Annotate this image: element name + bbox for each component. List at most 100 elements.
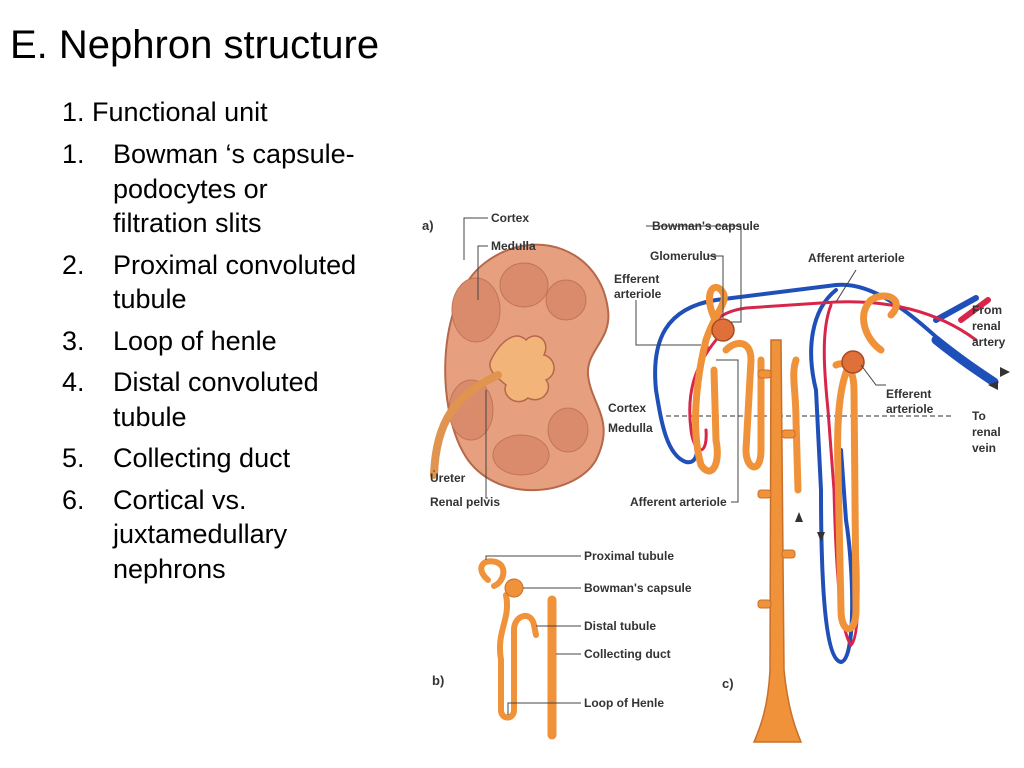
leader-line [485, 555, 581, 560]
arrow-down [817, 532, 825, 542]
list-item-text: Proximal convoluted tubule [113, 249, 357, 315]
renal-artery [958, 297, 991, 323]
list-item-text: Cortical vs. juxtamedullary nephrons [113, 484, 288, 584]
list-item: 3. Loop of henle [62, 324, 362, 359]
cortical-vein [653, 282, 978, 465]
panel-c-letter: c) [722, 676, 734, 691]
label-efferent-arteriole-1: Efferent [614, 272, 659, 286]
list-item-number: 3. [62, 325, 85, 356]
leader-line [507, 702, 581, 715]
cortical-loop [722, 340, 765, 471]
simple-bowmans-capsule [504, 578, 524, 598]
label-to-renal-3: vein [972, 441, 996, 455]
pyramid [451, 277, 501, 343]
list-item: 2. Proximal convoluted tubule [62, 248, 362, 317]
label-afferent-arteriole-bottom: Afferent arteriole [630, 495, 727, 509]
label-cortex-c: Cortex [608, 401, 646, 415]
ureter [430, 371, 502, 479]
leader-line [463, 217, 488, 260]
label-cortex: Cortex [491, 211, 529, 225]
leader-line [646, 225, 742, 323]
ascending-limb [498, 613, 539, 721]
arrow-left [988, 381, 998, 390]
leader-line [485, 390, 488, 499]
collecting-duct [752, 339, 803, 743]
label-from-renal-1: From [972, 303, 1002, 317]
pyramid [492, 434, 550, 476]
nephron-illustration: a) Cortex Medulla Ureter Renal pelvis b) [416, 190, 1016, 750]
distal-tubule [790, 356, 802, 494]
glomerulus-cortical [711, 318, 735, 342]
list-item-number: 4. [62, 367, 85, 397]
label-efferent-arteriole-2: arteriole [614, 287, 662, 301]
duct-bud [757, 369, 772, 379]
label-glomerulus: Glomerulus [650, 249, 717, 263]
list-item: 1. Bowman ‘s capsule- podocytes or filtr… [62, 137, 362, 241]
leader-line [477, 245, 488, 300]
label-medulla-c: Medulla [608, 421, 653, 435]
list-item: 6. Cortical vs. juxtamedullary nephrons [62, 483, 362, 587]
medulla-pyramids [448, 262, 589, 476]
renal-vein [931, 335, 999, 387]
slide-title: E. Nephron structure [10, 23, 380, 67]
label-efferent-right-2: arteriole [886, 402, 934, 416]
list-item-number: 6. [62, 484, 85, 515]
list-item: 4. Distal convoluted tubule [62, 365, 362, 434]
list-item-number: 2. [62, 249, 85, 280]
arrow-right [1000, 367, 1010, 377]
label-bowmans-capsule: Bowman's capsule [584, 581, 692, 595]
renal-pelvis [489, 335, 555, 403]
leader-line [835, 269, 857, 303]
cortical-nephron-tubule [692, 284, 728, 475]
leader-line [635, 300, 701, 346]
label-to-renal-1: To [972, 409, 986, 423]
descending-limb [497, 592, 510, 713]
list-item-text: Distal convoluted tubule [113, 367, 319, 432]
duct-buds [757, 369, 796, 609]
label-collecting-duct: Collecting duct [584, 647, 671, 661]
leader-line [708, 255, 724, 318]
label-efferent-right-1: Efferent [886, 387, 931, 401]
duct-bud [757, 599, 772, 609]
simple-leaders [485, 555, 581, 715]
list-item-number: 1. [62, 139, 85, 169]
glomerulus-juxtamedullary [841, 350, 865, 374]
functional-unit-line: 1. Functional unit [62, 97, 268, 127]
nephron-diagram: a) Cortex Medulla Ureter Renal pelvis b) [422, 211, 1010, 743]
kidney-panel: a) Cortex Medulla Ureter Renal pelvis [422, 211, 610, 509]
label-distal-tubule: Distal tubule [584, 619, 656, 633]
simple-nephron-panel: b) Proximal tubule Bowman's capsule Dist… [432, 549, 692, 740]
pyramid [545, 279, 587, 321]
pyramid [499, 262, 549, 308]
duct-bud [757, 489, 772, 499]
juxtamedullary-loop [832, 351, 860, 633]
duct-bud [781, 429, 796, 439]
label-from-renal-2: renal [972, 319, 1001, 333]
label-medulla: Medulla [491, 239, 536, 253]
leader-line [860, 364, 886, 386]
label-to-renal-2: renal [972, 425, 1001, 439]
flow-arrows [795, 367, 1010, 542]
nephron-parts-list: 1. Bowman ‘s capsule- podocytes or filtr… [62, 137, 362, 593]
kidney-leaders [433, 217, 488, 499]
vasa-recta-vein [809, 288, 855, 665]
list-item-number: 5. [62, 443, 85, 473]
list-item-text: Bowman ‘s capsule- podocytes or filtrati… [113, 139, 355, 238]
simple-tubule [478, 558, 557, 740]
duct-bud [781, 549, 796, 559]
list-item-text: Loop of henle [113, 325, 277, 356]
label-renal-pelvis: Renal pelvis [430, 495, 500, 509]
detailed-nephron-panel: c) Cortex Medulla [608, 219, 1010, 743]
juxtamedullary-coil [860, 292, 900, 354]
vein-branch [933, 295, 979, 323]
label-ureter: Ureter [430, 471, 466, 485]
panel-b-letter: b) [432, 673, 444, 688]
label-from-renal-3: artery [972, 335, 1006, 349]
list-item: 5. Collecting duct [62, 441, 362, 476]
arrow-up [795, 512, 803, 522]
label-afferent-arteriole-top: Afferent arteriole [808, 251, 905, 265]
detailed-leaders [635, 225, 886, 503]
proximal-coil [478, 558, 507, 589]
pyramid [547, 407, 589, 453]
label-loop-of-henle: Loop of Henle [584, 696, 664, 710]
